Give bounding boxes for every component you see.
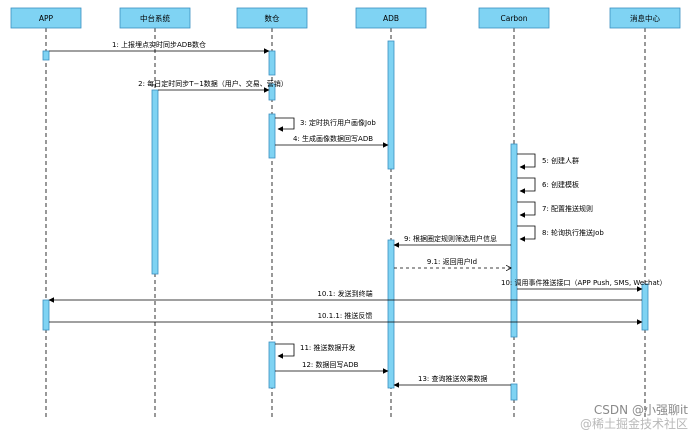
participant-dw-label: 数仓 bbox=[265, 13, 280, 23]
message-4[interactable]: 4: 生成画像数据回写ADB bbox=[275, 134, 389, 148]
message-3-label: 3: 定时执行用户画像Job bbox=[300, 118, 376, 127]
message-2[interactable]: 2: 每日定时同步T−1数据（用户、交易、营销） bbox=[138, 79, 288, 93]
activation-dw-1 bbox=[268, 50, 276, 76]
message-8[interactable]: 8: 轮询执行推送Job bbox=[517, 225, 604, 242]
message-1[interactable]: 1: 上报埋点实时同步ADB数仓 bbox=[49, 40, 270, 54]
watermark: CSDN @小强聊it @稀土掘金技术社区 bbox=[580, 403, 688, 431]
participant-carbon-label: Carbon bbox=[500, 14, 527, 23]
message-9-1[interactable]: 9.1: 返回用户Id bbox=[394, 257, 511, 268]
participant-adb[interactable]: ADB bbox=[355, 7, 427, 29]
activation-app-1 bbox=[42, 50, 50, 61]
messages: 1: 上报埋点实时同步ADB数仓 2: 每日定时同步T−1数据（用户、交易、营销… bbox=[48, 40, 667, 388]
participant-msg[interactable]: 消息中心 bbox=[609, 7, 681, 29]
message-13[interactable]: 13: 查询推送效果数据 bbox=[393, 374, 511, 388]
message-12-label: 12: 数据回写ADB bbox=[302, 360, 359, 369]
participant-app[interactable]: APP bbox=[10, 7, 82, 29]
participant-carbon[interactable]: Carbon bbox=[478, 7, 550, 29]
activation-dw-3 bbox=[268, 113, 276, 159]
activation-carbon-2 bbox=[510, 383, 518, 401]
message-2-label: 2: 每日定时同步T−1数据（用户、交易、营销） bbox=[138, 79, 288, 88]
participant-mid-label: 中台系统 bbox=[140, 13, 170, 23]
watermark-subtext: @稀土掘金技术社区 bbox=[580, 416, 688, 431]
message-7[interactable]: 7: 配置推送规则 bbox=[517, 201, 593, 218]
participant-adb-label: ADB bbox=[383, 14, 399, 23]
participant-msg-label: 消息中心 bbox=[630, 13, 660, 23]
participant-app-label: APP bbox=[39, 14, 54, 23]
message-7-label: 7: 配置推送规则 bbox=[542, 204, 593, 213]
message-10-1-label: 10.1: 发送到终端 bbox=[317, 289, 372, 298]
message-11-label: 11: 推送数据开发 bbox=[300, 343, 356, 352]
message-10-1-1-label: 10.1.1: 推送反馈 bbox=[318, 311, 373, 320]
activation-adb-2 bbox=[387, 239, 395, 389]
activation-dw-4 bbox=[268, 341, 276, 389]
activation-adb-1 bbox=[387, 40, 395, 170]
participant-mid[interactable]: 中台系统 bbox=[119, 7, 191, 29]
message-6-label: 6: 创建模板 bbox=[542, 180, 579, 189]
message-6[interactable]: 6: 创建模板 bbox=[517, 177, 579, 194]
message-1-label: 1: 上报埋点实时同步ADB数仓 bbox=[112, 40, 206, 49]
activation-carbon-1 bbox=[510, 143, 518, 338]
message-10-1[interactable]: 10.1: 发送到终端 bbox=[48, 289, 642, 303]
message-12[interactable]: 12: 数据回写ADB bbox=[275, 360, 389, 374]
activation-msg-1 bbox=[641, 283, 649, 331]
message-11[interactable]: 11: 推送数据开发 bbox=[275, 343, 356, 359]
message-3[interactable]: 3: 定时执行用户画像Job bbox=[275, 117, 376, 132]
participant-dw[interactable]: 数仓 bbox=[236, 7, 308, 29]
message-9-1-label: 9.1: 返回用户Id bbox=[427, 257, 477, 266]
message-4-label: 4: 生成画像数据回写ADB bbox=[293, 134, 373, 143]
message-9-label: 9: 根据圈定规则筛选用户信息 bbox=[404, 234, 497, 243]
activation-bars bbox=[42, 40, 649, 401]
message-9[interactable]: 9: 根据圈定规则筛选用户信息 bbox=[393, 234, 511, 248]
message-10-label: 10: 调用事件推送接口（APP Push, SMS, Wechat） bbox=[501, 278, 667, 287]
activation-app-2 bbox=[42, 299, 50, 331]
watermark-text: CSDN @小强聊it bbox=[594, 403, 688, 417]
message-13-label: 13: 查询推送效果数据 bbox=[418, 374, 488, 383]
activation-mid-1 bbox=[151, 89, 159, 275]
message-10[interactable]: 10: 调用事件推送接口（APP Push, SMS, Wechat） bbox=[501, 278, 667, 292]
message-8-label: 8: 轮询执行推送Job bbox=[542, 228, 604, 237]
message-5[interactable]: 5: 创建人群 bbox=[517, 153, 579, 170]
message-5-label: 5: 创建人群 bbox=[542, 156, 579, 165]
participant-heads: APP 中台系统 数仓 ADB Carbon 消息中心 bbox=[10, 7, 681, 29]
message-10-1-1[interactable]: 10.1.1: 推送反馈 bbox=[49, 311, 643, 325]
